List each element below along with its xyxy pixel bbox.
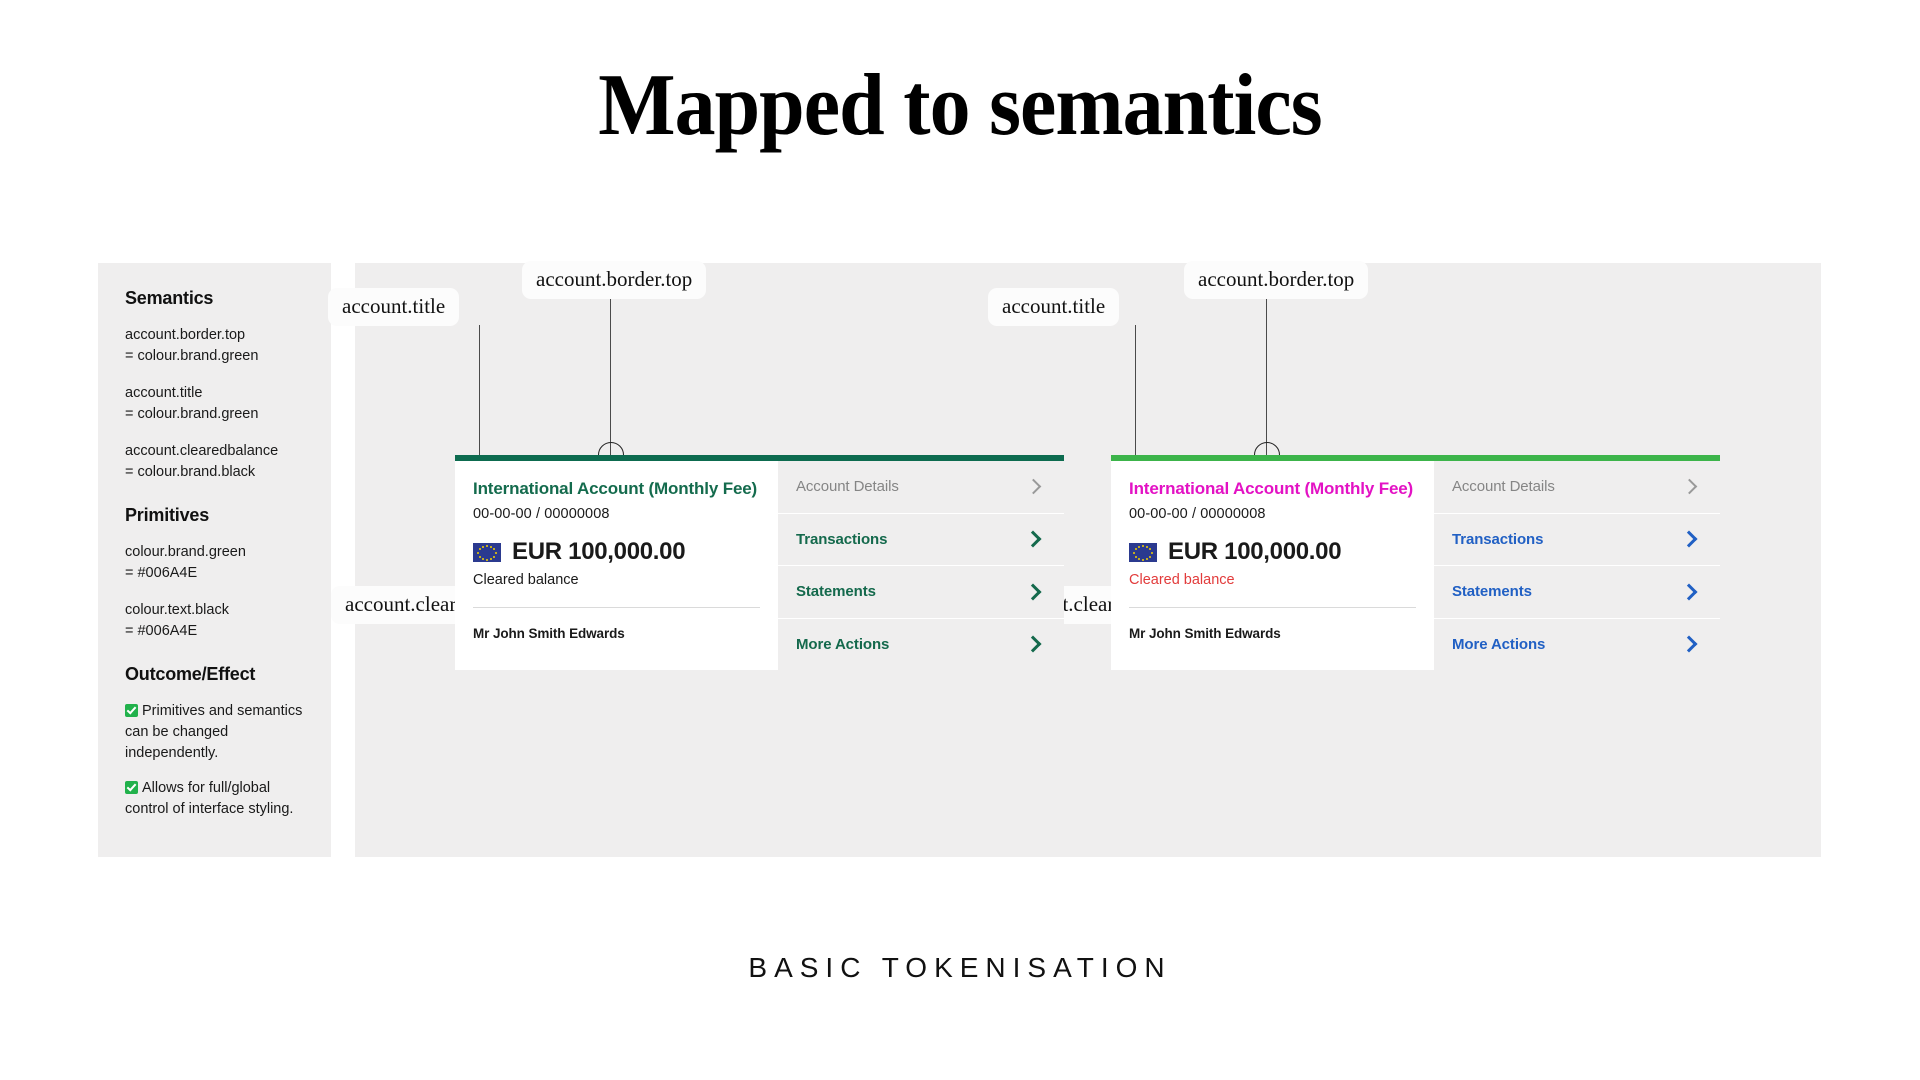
chevron-right-icon (1024, 583, 1042, 601)
account-card-main: International Account (Monthly Fee) 00-0… (1111, 461, 1434, 670)
leader-line-title-right (1135, 325, 1136, 490)
page-caption: BASIC TOKENISATION (748, 952, 1172, 983)
menu-item-account-details[interactable]: Account Details (778, 461, 1064, 514)
callout-account-title-right: account.title (988, 288, 1120, 326)
primitives-token-1: colour.text.black = #006A4E (125, 602, 229, 639)
semantics-token-2: account.clearedbalance = colour.brand.bl… (125, 443, 279, 480)
callout-account-border-top-left: account.border.top (522, 261, 707, 299)
account-card-menu: Account Details Transactions Statements … (778, 461, 1064, 670)
balance-amount: EUR 100,000.00 (1168, 538, 1342, 565)
menu-item-transactions[interactable]: Transactions (1434, 514, 1720, 566)
account-numbers: 00-00-00 / 00000008 (473, 506, 610, 522)
chevron-right-icon (1024, 530, 1042, 548)
cleared-balance-label: Cleared balance (1129, 572, 1235, 588)
outcome-heading: Outcome/Effect (125, 664, 256, 684)
account-numbers: 00-00-00 / 00000008 (1129, 506, 1266, 522)
card-divider (473, 607, 760, 608)
eu-flag-icon (473, 542, 501, 562)
outcome-item-1: Allows for full/global control of interf… (125, 778, 309, 820)
chevron-right-icon (1681, 478, 1698, 495)
check-icon (125, 704, 138, 717)
chevron-right-icon (1680, 635, 1698, 653)
menu-item-statements[interactable]: Statements (778, 566, 1064, 619)
menu-item-label: Transactions (796, 530, 888, 548)
leader-line-border-top-left (610, 299, 611, 455)
account-card-main: International Account (Monthly Fee) 00-0… (455, 461, 778, 670)
account-title: International Account (Monthly Fee) (473, 479, 758, 498)
semantics-token-1: account.title = colour.brand.green (125, 385, 259, 422)
balance-row: EUR 100,000.00 (473, 538, 778, 566)
leader-line-border-top-right (1266, 299, 1267, 455)
chevron-right-icon (1024, 635, 1042, 653)
page-title: Mapped to semantics (598, 57, 1322, 154)
menu-item-label: More Actions (1452, 635, 1546, 653)
outcome-item-1-label: Allows for full/global control of interf… (125, 780, 294, 817)
menu-item-account-details[interactable]: Account Details (1434, 461, 1720, 514)
account-card: International Account (Monthly Fee) 00-0… (1111, 455, 1720, 670)
menu-item-label: Transactions (1452, 530, 1544, 548)
semantics-info-panel: Semantics account.border.top = colour.br… (98, 263, 331, 857)
account-title: International Account (Monthly Fee) (1129, 479, 1414, 498)
menu-item-label: Statements (1452, 583, 1532, 601)
menu-item-transactions[interactable]: Transactions (778, 514, 1064, 566)
primitives-token-0: colour.brand.green = #006A4E (125, 544, 246, 581)
outcome-item-0: Primitives and semantics can be changed … (125, 701, 309, 764)
menu-item-label: Account Details (796, 478, 899, 496)
menu-item-more-actions[interactable]: More Actions (778, 619, 1064, 671)
chevron-right-icon (1680, 583, 1698, 601)
outcome-item-0-label: Primitives and semantics can be changed … (125, 703, 303, 761)
semantics-heading: Semantics (125, 288, 214, 308)
check-icon (125, 781, 138, 794)
menu-item-label: More Actions (796, 635, 890, 653)
menu-item-more-actions[interactable]: More Actions (1434, 619, 1720, 671)
menu-item-statements[interactable]: Statements (1434, 566, 1720, 619)
diagram-stage: account.title account.border.top account… (328, 261, 1821, 857)
menu-item-label: Account Details (1452, 478, 1555, 496)
account-holder-name: Mr John Smith Edwards (473, 626, 625, 641)
chevron-right-icon (1025, 478, 1042, 495)
account-holder-name: Mr John Smith Edwards (1129, 626, 1281, 641)
card-divider (1129, 607, 1416, 608)
eu-flag-icon (1129, 542, 1157, 562)
menu-item-label: Statements (796, 583, 876, 601)
callout-account-border-top-right: account.border.top (1184, 261, 1369, 299)
cleared-balance-label: Cleared balance (473, 572, 579, 588)
balance-row: EUR 100,000.00 (1129, 538, 1434, 566)
semantics-token-0: account.border.top = colour.brand.green (125, 327, 259, 364)
callout-account-title-left: account.title (328, 288, 460, 326)
account-card-menu: Account Details Transactions Statements … (1434, 461, 1720, 670)
account-card: International Account (Monthly Fee) 00-0… (455, 455, 1064, 670)
chevron-right-icon (1680, 530, 1698, 548)
primitives-heading: Primitives (125, 505, 210, 525)
leader-line-title-left (479, 325, 480, 490)
balance-amount: EUR 100,000.00 (512, 538, 686, 565)
